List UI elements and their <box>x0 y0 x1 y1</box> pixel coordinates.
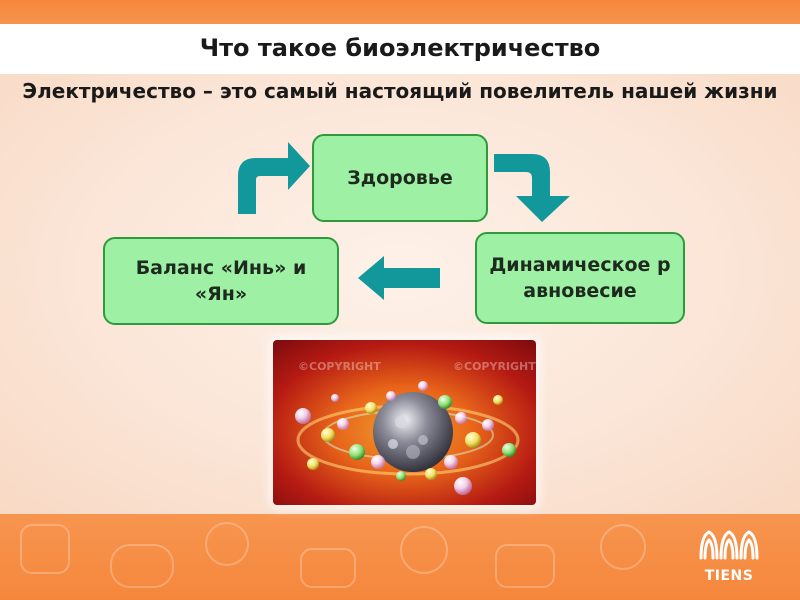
curved-arrow-right-down-icon <box>494 154 570 222</box>
tiens-logo-icon <box>699 530 759 560</box>
decor-pattern <box>110 544 174 588</box>
cell-bubbles-photo: ©COPYRIGHT ©COPYRIGHT <box>273 340 536 505</box>
watermark-text: ©COPYRIGHT <box>453 360 536 373</box>
top-orange-band <box>0 0 800 24</box>
cycle-box-yin-yang-balance: Баланс «Инь» и «Ян» <box>103 237 339 325</box>
decor-pattern <box>495 544 555 588</box>
cycle-box-dynamic-balance: Динамическое равновесие <box>475 232 685 324</box>
watermark-text: ©COPYRIGHT <box>298 360 381 373</box>
tiens-logo: TIENS <box>697 528 761 590</box>
decor-pattern <box>300 548 356 588</box>
tiens-logo-text: TIENS <box>704 568 754 584</box>
decor-pattern <box>205 522 249 566</box>
cycle-box-health-label: Здоровье <box>347 167 453 189</box>
title-bar <box>0 24 800 74</box>
decor-pattern <box>600 524 646 570</box>
slide-title: Что такое биоэлектричество <box>199 34 601 62</box>
bottom-orange-band <box>0 514 800 600</box>
cycle-box-balance-label: Баланс «Инь» и «Ян» <box>135 257 307 305</box>
cell-image-illustration: ©COPYRIGHT ©COPYRIGHT <box>273 340 536 505</box>
cycle-box-dynamic-label: Динамическое равновесие <box>489 254 671 302</box>
curved-arrow-up-right-icon <box>238 142 310 214</box>
decor-pattern <box>20 524 70 574</box>
cycle-box-health: Здоровье <box>312 134 488 222</box>
decor-pattern <box>400 526 448 574</box>
slide-subtitle: Электричество – это самый настоящий пове… <box>22 79 778 103</box>
arrow-left-icon <box>358 256 440 300</box>
